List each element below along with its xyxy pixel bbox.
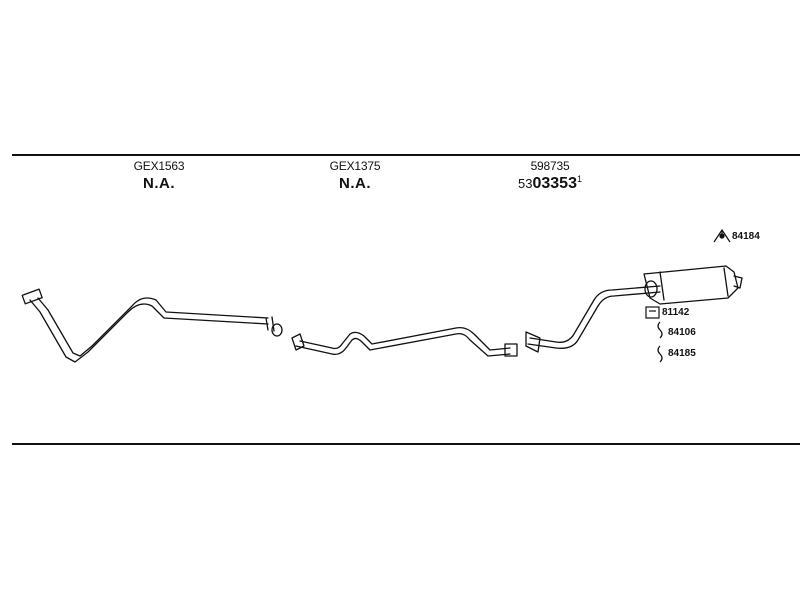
part-number: GEX1375 <box>329 159 381 173</box>
bracket-icon <box>713 228 731 243</box>
bottom-divider <box>12 443 800 445</box>
rear-pipe-silencer <box>525 265 743 353</box>
front-pipe <box>21 288 283 363</box>
hanger-icon <box>657 345 663 363</box>
oem-suffix: 1 <box>576 174 582 184</box>
part-number: GEX1563 <box>133 159 185 173</box>
availability-status: N.A. <box>143 175 175 192</box>
clamp-icon <box>645 306 660 319</box>
part-label-rear-silencer: 598735 53033531 <box>505 159 595 193</box>
oem-prefix: 53 <box>518 176 533 191</box>
accessory-code: 84184 <box>732 231 760 242</box>
oem-number: 53033531 <box>505 174 595 193</box>
hanger-icon <box>657 321 663 339</box>
part-label-front-pipe: GEX1563 N.A. <box>122 159 196 192</box>
accessory-code: 84185 <box>668 348 696 359</box>
oem-main: 03353 <box>532 175 577 192</box>
middle-pipe <box>291 326 518 357</box>
accessory-code: 84106 <box>668 327 696 338</box>
availability-status: N.A. <box>339 175 371 192</box>
part-number: 598735 <box>530 159 570 173</box>
top-divider <box>12 154 800 156</box>
part-label-middle-pipe: GEX1375 N.A. <box>318 159 392 192</box>
accessory-code: 81142 <box>662 307 690 318</box>
